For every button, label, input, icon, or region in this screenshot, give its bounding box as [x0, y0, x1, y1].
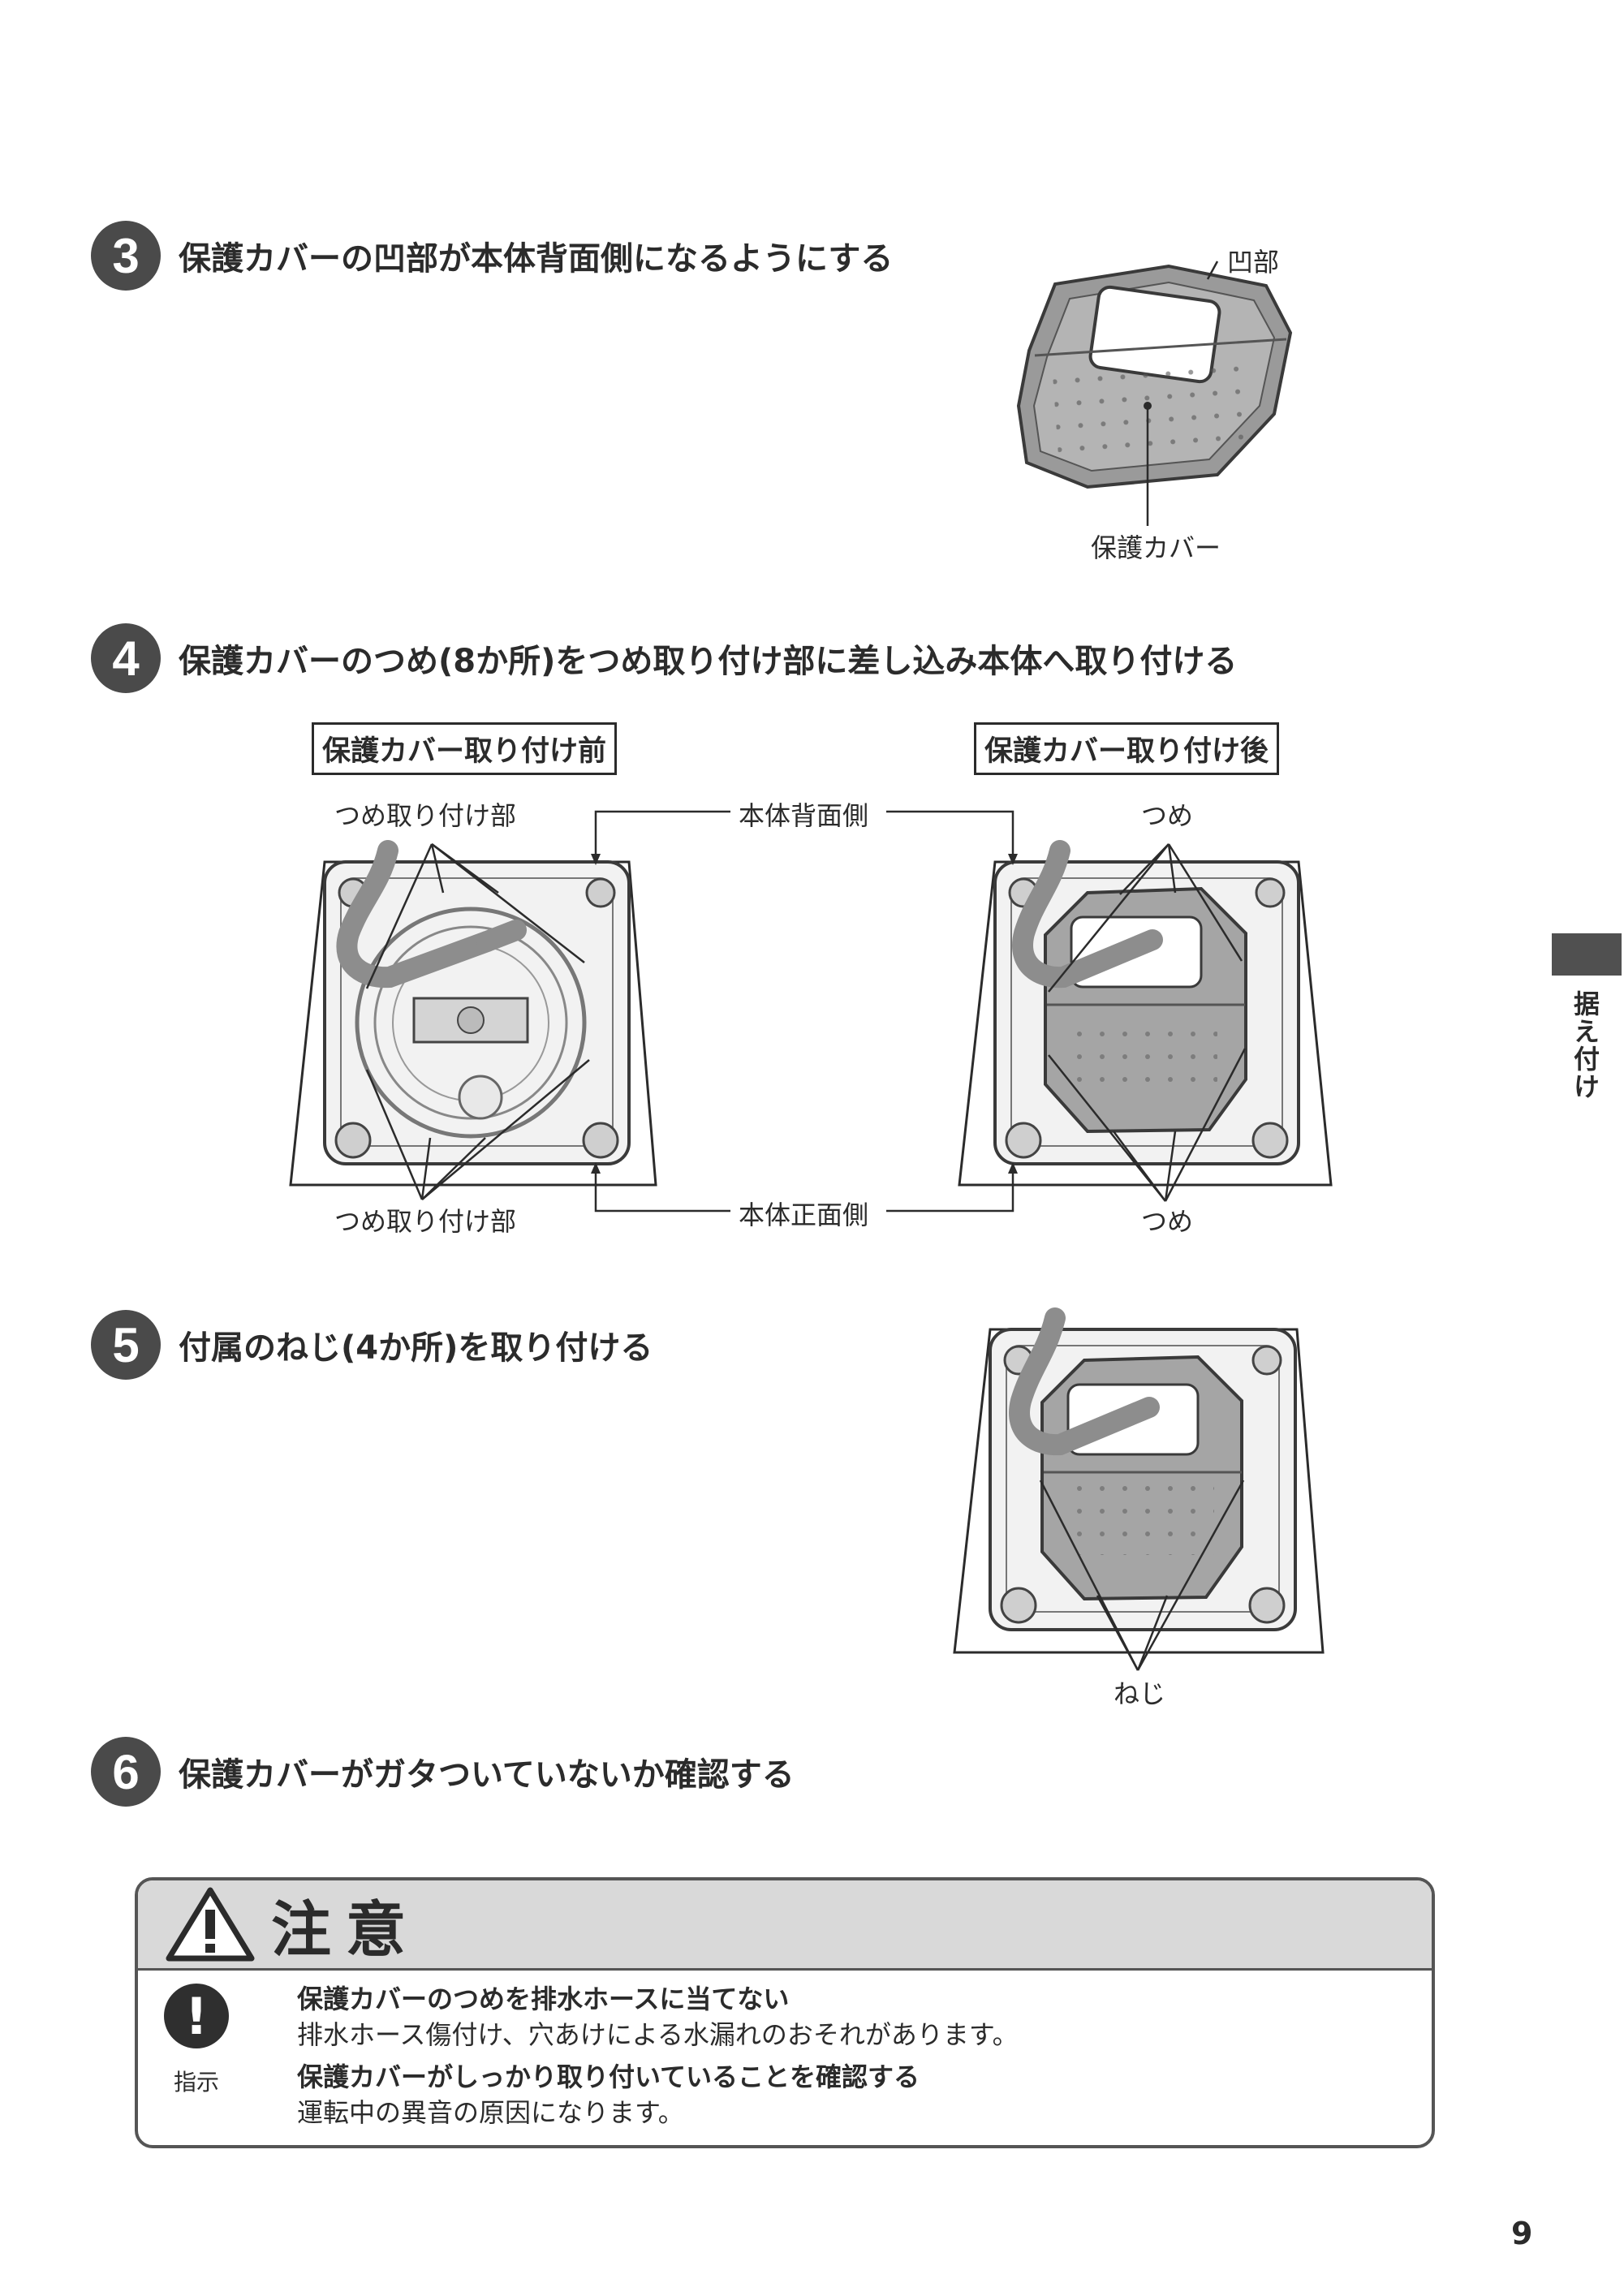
instruction-icon-label: 指示 [174, 2069, 220, 2096]
claw-leaders-top [1048, 843, 1243, 993]
caution-item-body: 排水ホース傷付け、穴あけによる水漏れのおそれがあります。 [297, 2019, 1019, 2050]
protective-cover-illustration [1016, 264, 1293, 489]
recess-leader-line [1206, 261, 1219, 280]
back-arrow-left [591, 854, 601, 865]
screw-leaders [1039, 1480, 1245, 1671]
warning-triangle-icon [166, 1887, 255, 1962]
step-instruction: 保護カバーがガタついていないか確認する [179, 1756, 795, 1794]
step-number: 3 [91, 221, 161, 291]
before-cover-title: 保護カバー取り付け前 [312, 722, 618, 775]
caution-item-heading: 保護カバーがしっかり取り付いていることを確認する [297, 2061, 920, 2092]
claw-label-top: つめ [1141, 800, 1194, 831]
page-number: 9 [1511, 2216, 1533, 2251]
section-tab-marker [1552, 933, 1622, 976]
front-side-connector [594, 1174, 1014, 1213]
caution-item-body: 運転中の異音の原因になります。 [297, 2097, 684, 2128]
step-number: 5 [91, 1310, 161, 1380]
front-side-label: 本体正面側 [739, 1200, 869, 1230]
caution-box: 注意 ! 指示 保護カバーのつめを排水ホースに当てない 排水ホース傷付け、穴あけ… [135, 1877, 1435, 2148]
caution-item-heading: 保護カバーのつめを排水ホースに当てない [297, 1984, 790, 2014]
claw-mount-label-top: つめ取り付け部 [334, 800, 517, 831]
recess-label: 凹部 [1227, 247, 1280, 278]
step-3: 3 保護カバーの凹部が本体背面側になるようにする [91, 221, 893, 291]
step-instruction: 付属のねじ(4か所)を取り付ける [179, 1329, 653, 1367]
step-number: 6 [91, 1737, 161, 1807]
section-tab-label: 据え付け [1570, 990, 1600, 1101]
back-side-connector [594, 810, 1014, 854]
step-instruction: 保護カバーのつめ(8か所)をつめ取り付け部に差し込み本体へ取り付ける [179, 643, 1238, 680]
washer-after-cover [958, 840, 1333, 1187]
claw-mount-label-bottom: つめ取り付け部 [334, 1206, 517, 1237]
cover-label: 保護カバー [1091, 532, 1221, 563]
claw-leaders-bottom [1048, 1048, 1247, 1202]
washer-with-screws [953, 1307, 1325, 1654]
claw-mount-leaders-bottom [365, 1059, 590, 1200]
claw-mount-leaders-top [365, 842, 585, 989]
after-cover-title: 保護カバー取り付け後 [974, 722, 1280, 775]
step-4: 4 保護カバーのつめ(8か所)をつめ取り付け部に差し込み本体へ取り付ける [91, 623, 1237, 693]
step-number: 4 [91, 623, 161, 693]
back-arrow-right [1008, 854, 1018, 865]
caution-body: ! 指示 保護カバーのつめを排水ホースに当てない 排水ホース傷付け、穴あけによる… [138, 1971, 1432, 2144]
leader-dot [1144, 402, 1152, 410]
caution-header: 注意 [138, 1880, 1432, 1971]
caution-title: 注意 [271, 1894, 420, 1965]
claw-label-bottom: つめ [1141, 1206, 1194, 1237]
step-instruction: 保護カバーの凹部が本体背面側になるようにする [179, 240, 894, 278]
step-5: 5 付属のねじ(4か所)を取り付ける [91, 1310, 653, 1380]
washer-before-cover [289, 840, 657, 1187]
step-6: 6 保護カバーがガタついていないか確認する [91, 1737, 795, 1807]
screw-label: ねじ [1114, 1678, 1166, 1709]
instruction-icon: ! [164, 1984, 229, 2048]
back-side-label: 本体背面側 [739, 800, 869, 831]
front-arrow-right [1008, 1162, 1018, 1174]
front-arrow-left [591, 1162, 601, 1174]
